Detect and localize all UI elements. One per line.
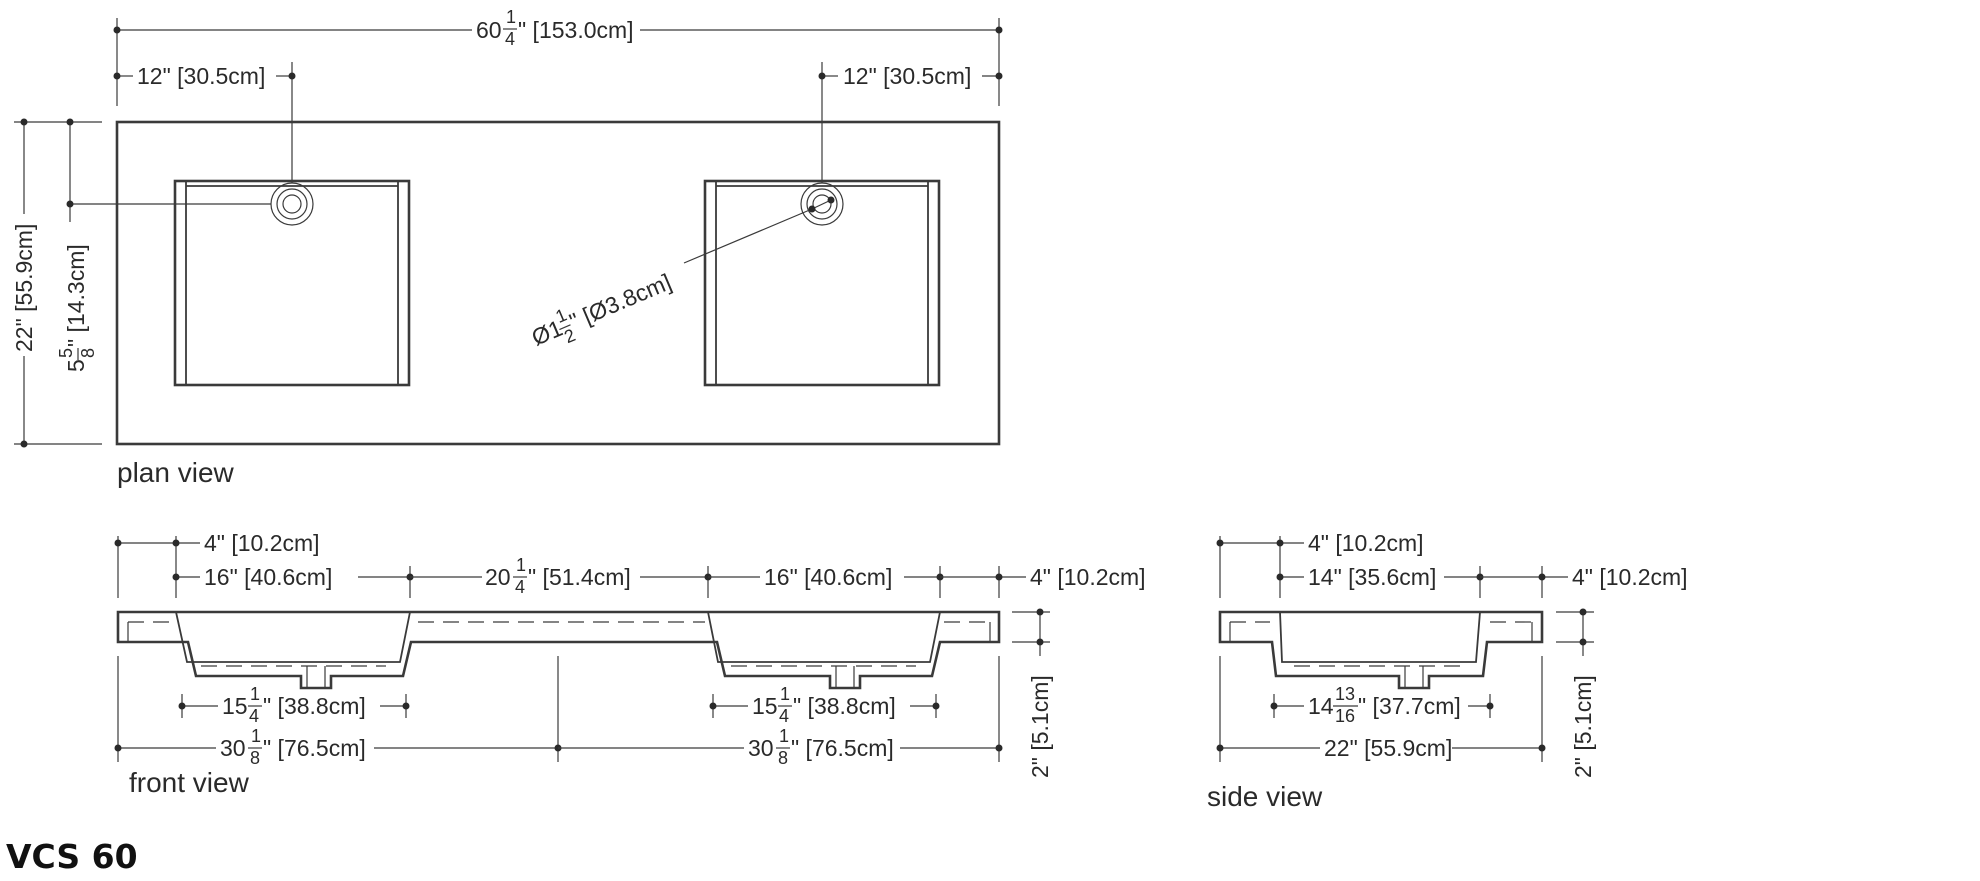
side-countertop-profile — [1218, 610, 1544, 690]
svg-text:" [38.8cm]: " [38.8cm] — [263, 693, 366, 719]
svg-text:8: 8 — [78, 348, 98, 358]
svg-text:" [76.5cm]: " [76.5cm] — [263, 735, 366, 761]
plan-drain-right-label: 12" [30.5cm] — [843, 63, 971, 89]
plan-countertop-outline — [115, 120, 1001, 446]
svg-text:13: 13 — [1335, 684, 1355, 704]
svg-text:60: 60 — [476, 17, 502, 43]
svg-text:1: 1 — [779, 726, 789, 746]
front-view-label: front view — [129, 767, 250, 798]
plan-drain-depth-dimension: 5 5 8 " [14.3cm] — [56, 118, 271, 372]
svg-text:14: 14 — [1308, 693, 1334, 719]
side-depth-label: 22" [55.9cm] — [1324, 735, 1452, 761]
svg-text:1: 1 — [516, 555, 526, 575]
svg-text:20: 20 — [485, 564, 511, 590]
front-right-edge-dimension: 4" [10.2cm] — [940, 564, 1146, 590]
plan-basin-right — [703, 179, 941, 387]
svg-text:8: 8 — [250, 748, 260, 768]
svg-text:5: 5 — [56, 348, 76, 358]
front-center-gap-label: 20 1 4 " [51.4cm] — [485, 555, 631, 597]
svg-text:1: 1 — [251, 726, 261, 746]
side-height-label: 2" [5.1cm] — [1570, 675, 1596, 778]
svg-text:15: 15 — [752, 693, 778, 719]
side-basin-dimension: 14" [35.6cm] — [1276, 564, 1484, 590]
svg-text:15: 15 — [222, 693, 248, 719]
front-basin-right-dimension: 16" [40.6cm] — [708, 564, 944, 590]
front-half-left-dimension: 30 1 8 " [76.5cm] — [114, 726, 562, 768]
svg-text:" [76.5cm]: " [76.5cm] — [791, 735, 894, 761]
front-bowl-right-dimension: 15 1 4 " [38.8cm] — [709, 684, 940, 726]
side-front-edge-label: 4" [10.2cm] — [1572, 564, 1688, 590]
plan-overall-width-dimension: 60 1 4 " [153.0cm] — [113, 7, 1003, 106]
side-view: 4" [10.2cm] 14" [35.6cm] 4" [10.2cm] 14 … — [1207, 530, 1688, 812]
svg-text:" [Ø3.8cm]: " [Ø3.8cm] — [566, 269, 675, 335]
svg-text:16: 16 — [1335, 706, 1355, 726]
front-basin-left-dimension: 16" [40.6cm] — [172, 564, 414, 590]
svg-text:30: 30 — [220, 735, 246, 761]
front-bowl-left-dimension: 15 1 4 " [38.8cm] — [178, 684, 410, 726]
plan-basin-left — [173, 179, 411, 387]
front-basin-right-label: 16" [40.6cm] — [764, 564, 892, 590]
plan-drain-left-label: 12" [30.5cm] — [137, 63, 265, 89]
plan-depth-dimension: 22" [55.9cm] — [11, 118, 102, 448]
front-view: 4" [10.2cm] 16" [40.6cm] 20 1 4 " [51.4c… — [114, 530, 1146, 798]
side-back-edge-dimension: 4" [10.2cm] — [1216, 530, 1424, 556]
plan-drain-diameter-label: Ø1 1 2 " [Ø3.8cm] — [528, 269, 675, 351]
svg-text:" [14.3cm]: " [14.3cm] — [63, 244, 89, 347]
front-half-right-label: 30 1 8 " [76.5cm] — [748, 726, 894, 768]
svg-text:5: 5 — [63, 359, 89, 372]
plan-view-label: plan view — [117, 457, 235, 488]
side-bowl-dimension: 14 13 16 " [37.7cm] — [1270, 684, 1494, 726]
side-front-edge-dimension: 4" [10.2cm] — [1480, 564, 1688, 590]
svg-text:" [51.4cm]: " [51.4cm] — [528, 564, 631, 590]
plan-drain-left-dimension: 12" [30.5cm] — [113, 62, 296, 183]
front-half-right-dimension: 30 1 8 " [76.5cm] — [558, 726, 1003, 768]
svg-text:" [37.7cm]: " [37.7cm] — [1358, 693, 1461, 719]
svg-text:30: 30 — [748, 735, 774, 761]
side-bowl-label: 14 13 16 " [37.7cm] — [1308, 684, 1461, 726]
svg-text:8: 8 — [778, 748, 788, 768]
front-height-dimension: 2" [5.1cm] — [1012, 608, 1053, 778]
plan-drain-depth-label: 5 5 8 " [14.3cm] — [56, 244, 98, 372]
plan-drain-right-dimension: 12" [30.5cm] — [818, 62, 1003, 183]
front-countertop-profile — [116, 610, 1001, 690]
front-bowl-left-label: 15 1 4 " [38.8cm] — [222, 684, 366, 726]
front-basin-left-label: 16" [40.6cm] — [204, 564, 332, 590]
front-center-gap-dimension: 20 1 4 " [51.4cm] — [410, 555, 712, 597]
front-bowl-right-label: 15 1 4 " [38.8cm] — [752, 684, 896, 726]
side-view-label: side view — [1207, 781, 1323, 812]
side-basin-label: 14" [35.6cm] — [1308, 564, 1436, 590]
svg-text:4: 4 — [249, 706, 259, 726]
plan-drain-left — [270, 182, 314, 226]
svg-text:" [153.0cm]: " [153.0cm] — [518, 17, 634, 43]
front-half-left-label: 30 1 8 " [76.5cm] — [220, 726, 366, 768]
front-left-edge-dimension: 4" [10.2cm] — [114, 530, 320, 556]
svg-text:1: 1 — [780, 684, 790, 704]
svg-text:1: 1 — [250, 684, 260, 704]
front-right-edge-label: 4" [10.2cm] — [1030, 564, 1146, 590]
front-left-edge-label: 4" [10.2cm] — [204, 530, 320, 556]
model-title: VCS 60 — [6, 837, 138, 876]
svg-text:4: 4 — [515, 577, 525, 597]
plan-depth-label: 22" [55.9cm] — [11, 224, 37, 352]
plan-drain-diameter-dimension: Ø1 1 2 " [Ø3.8cm] — [528, 196, 835, 351]
side-back-edge-label: 4" [10.2cm] — [1308, 530, 1424, 556]
side-depth-dimension: 22" [55.9cm] — [1216, 735, 1546, 761]
plan-overall-width-label: 60 1 4 " [153.0cm] — [476, 7, 634, 49]
svg-text:4: 4 — [779, 706, 789, 726]
svg-text:1: 1 — [506, 7, 516, 27]
svg-text:" [38.8cm]: " [38.8cm] — [793, 693, 896, 719]
svg-text:4: 4 — [505, 29, 515, 49]
side-height-dimension: 2" [5.1cm] — [1556, 608, 1596, 778]
front-height-label: 2" [5.1cm] — [1027, 675, 1053, 778]
plan-view: 60 1 4 " [153.0cm] 12" [30.5cm] 12" [30.… — [11, 7, 1003, 488]
